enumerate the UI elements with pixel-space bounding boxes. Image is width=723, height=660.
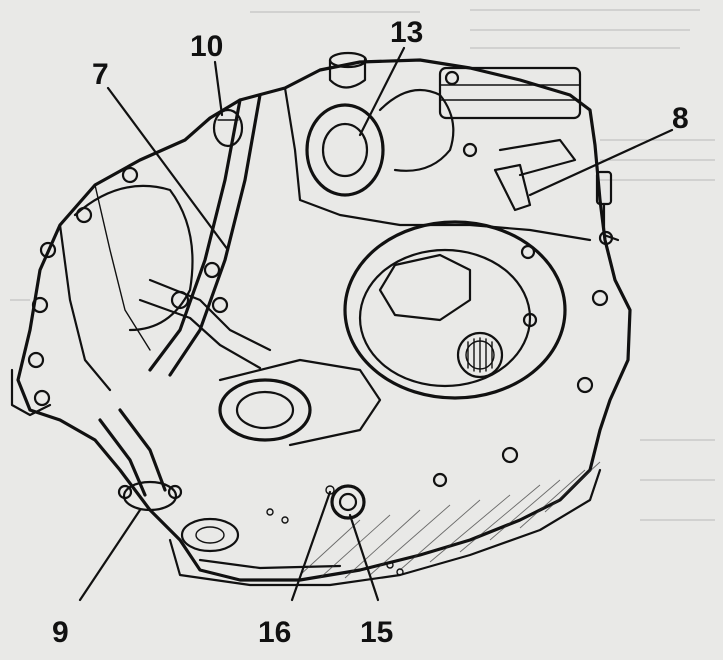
leader-lines: [78, 46, 674, 602]
leader-8: [528, 128, 674, 197]
top-housing: [283, 51, 592, 242]
callout-10: 10: [190, 30, 223, 63]
housing-bolts: [266, 446, 519, 576]
leader-10: [213, 60, 224, 117]
central-recess: [218, 358, 382, 447]
callout-15: 15: [360, 616, 393, 649]
cooler-pipes: [138, 93, 272, 377]
leader-9: [78, 508, 142, 602]
callout-7: 7: [92, 58, 109, 91]
sump-hatching: [299, 461, 601, 579]
leader-13: [358, 46, 406, 137]
callout-13: 13: [390, 16, 423, 49]
leader-15: [348, 513, 380, 602]
bleed-through-text: [10, 9, 715, 521]
speed-sensor: [493, 163, 620, 246]
leader-7: [106, 86, 230, 252]
callout-9: 9: [52, 616, 69, 649]
callout-16: 16: [258, 616, 291, 649]
drain-plug: [325, 484, 366, 520]
breather-cap: [212, 108, 244, 148]
bell-housing: [10, 166, 194, 417]
callout-8: 8: [672, 102, 689, 135]
lower-pipes: [98, 408, 240, 553]
leader-16: [290, 490, 332, 602]
differential-opening: [343, 220, 609, 400]
callout-labels: 10 13 7 8 9 16 15: [52, 16, 689, 649]
